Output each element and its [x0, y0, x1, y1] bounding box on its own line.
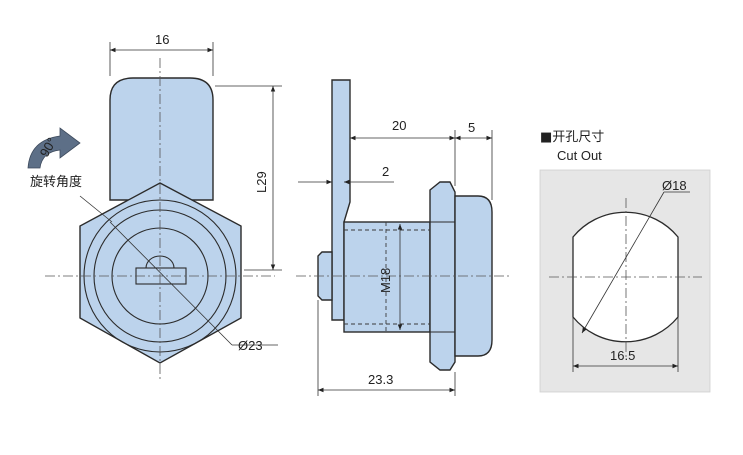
dim-5-label: 5 — [468, 120, 475, 135]
cam-tongue — [109, 77, 214, 201]
cutout-width-label: 16.5 — [610, 348, 635, 363]
cutout-diameter-label: Ø18 — [662, 178, 687, 193]
dim-16-label: 16 — [155, 32, 169, 47]
cutout-title-cn: ■开孔尺寸 — [540, 130, 604, 145]
diameter-leader — [109, 221, 233, 346]
side-view: 20 5 2 M18 23.3 — [296, 79, 512, 396]
dim-d23-label: Ø23 — [238, 338, 263, 353]
dim-20-label: 20 — [392, 118, 406, 133]
cutout-title-en: Cut Out — [557, 148, 602, 163]
cutout-view: ■开孔尺寸 Cut Out Ø18 16.5 — [539, 130, 711, 393]
barrel-body — [343, 221, 431, 333]
dim-l29-label: L29 — [254, 171, 269, 193]
cap — [454, 195, 493, 357]
rotation-leader — [79, 195, 113, 223]
dim-23-3-label: 23.3 — [368, 372, 393, 387]
rotation-label: 旋转角度 — [30, 174, 82, 190]
shaft-stub — [317, 251, 333, 301]
dim-m18-label: M18 — [378, 268, 393, 293]
cutout-diameter-leader — [581, 191, 665, 334]
dim-2-label: 2 — [382, 164, 389, 179]
rotation-arrow-icon — [27, 127, 81, 169]
front-view: 16 L29 90° 旋转角度 Ø23 — [27, 32, 282, 380]
